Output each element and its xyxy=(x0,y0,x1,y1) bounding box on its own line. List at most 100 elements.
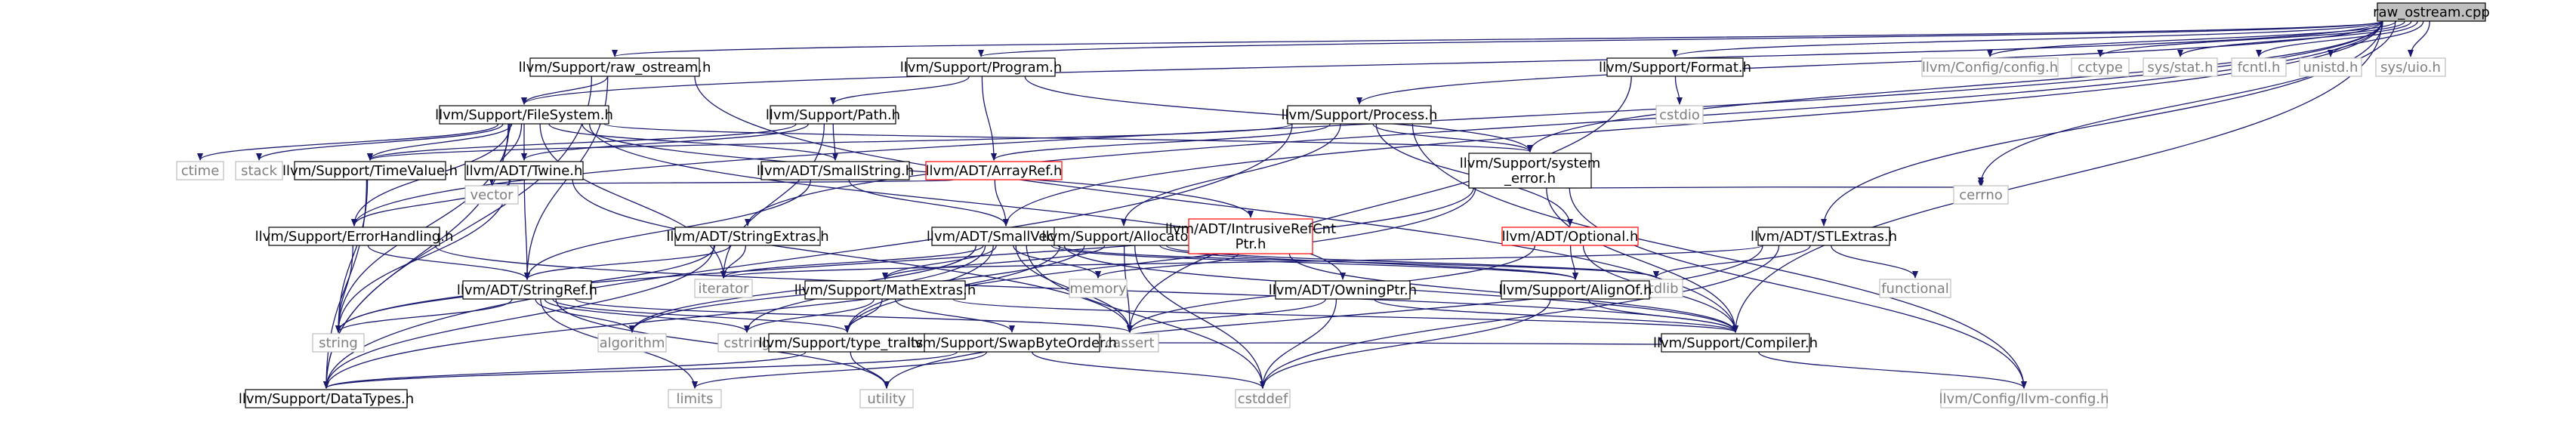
node-label: Ptr.h xyxy=(1236,236,1266,252)
node-label: llvm/Support/AlignOf.h xyxy=(1499,282,1652,298)
node-box xyxy=(668,389,722,408)
edge-owningptr_h-to-compiler_h xyxy=(1373,298,1738,333)
node-system-error-h[interactable]: llvm/Support/system_error.h xyxy=(1460,153,1601,189)
node-box xyxy=(1655,105,1704,125)
node-label: ctime xyxy=(181,163,220,179)
edge-stlextras_h-to-cstddef xyxy=(1260,245,1780,389)
node-label: llvm/ADT/OwningPtr.h xyxy=(1269,282,1417,298)
node-raw-ostream-h[interactable]: llvm/Support/raw_ostream.h xyxy=(519,57,711,77)
node-label: llvm/Support/Program.h xyxy=(900,60,1063,76)
node-box xyxy=(1606,57,1744,77)
edge-mathextras_h-to-swapbyteorder_h xyxy=(894,298,1015,333)
edge-path_h-to-iterator xyxy=(720,123,825,279)
edge-stringref_h-to-cassert xyxy=(575,298,1133,333)
node-compiler-h[interactable]: llvm/Support/Compiler.h xyxy=(1653,333,1818,353)
node-cstdio: cstdio xyxy=(1655,105,1704,125)
node-program-h[interactable]: llvm/Support/Program.h xyxy=(900,57,1063,77)
node-mathextras-h[interactable]: llvm/Support/MathExtras.h xyxy=(794,280,976,300)
edge-type_traits_h-to-utility xyxy=(850,351,890,389)
node-path-h[interactable]: llvm/Support/Path.h xyxy=(766,105,900,125)
node-smallstring-h[interactable]: llvm/ADT/SmallString.h xyxy=(757,161,914,180)
node-alignof-h[interactable]: llvm/Support/AlignOf.h xyxy=(1499,280,1652,300)
node-box xyxy=(760,161,910,180)
edge-swapbyteorder_h-to-cstddef xyxy=(1031,351,1266,389)
node-box xyxy=(925,161,1063,180)
edge-raw_ostream_cpp-to-sys_uio xyxy=(2408,20,2430,57)
node-label: llvm/Config/llvm-config.h xyxy=(1939,391,2109,407)
node-label: llvm/Support/MathExtras.h xyxy=(794,282,976,298)
node-box xyxy=(2299,57,2362,77)
node-memory: memory xyxy=(1069,279,1128,298)
node-box xyxy=(1757,227,1890,246)
node-arrayref-h[interactable]: llvm/ADT/ArrayRef.h xyxy=(925,161,1063,180)
node-datatypes-h[interactable]: llvm/Support/DataTypes.h xyxy=(239,389,414,408)
node-box xyxy=(235,161,283,180)
node-box xyxy=(1940,389,2108,408)
node-label: fcntl.h xyxy=(2238,60,2281,76)
node-box xyxy=(1287,105,1432,125)
node-owningptr-h[interactable]: llvm/ADT/OwningPtr.h xyxy=(1269,280,1417,300)
node-box xyxy=(2231,57,2287,77)
node-box xyxy=(1100,333,1159,353)
edge-smallstring_h-to-smallvector_h xyxy=(848,179,1009,227)
node-label: llvm/ADT/Twine.h xyxy=(466,163,583,179)
edge-allocator_h-to-alignof_h xyxy=(1159,245,1578,280)
edge-raw_ostream_cpp-to-system_error_h xyxy=(1527,20,2383,153)
edge-twine_h-to-cassert xyxy=(572,179,1133,333)
node-timevalue-h[interactable]: llvm/Support/TimeValue.h xyxy=(282,161,458,180)
node-box xyxy=(1501,280,1650,300)
node-box xyxy=(674,227,821,246)
edge-raw_ostream_cpp-to-compiler_h xyxy=(1732,20,2383,333)
node-iterator: iterator xyxy=(694,279,753,298)
edge-arrayref_h-to-vector xyxy=(490,177,955,185)
node-box xyxy=(768,333,927,353)
node-label: _error.h xyxy=(1504,171,1556,187)
node-box xyxy=(268,227,440,246)
edge-raw_ostream_cpp-to-config_h xyxy=(1987,20,2397,57)
node-stringextras-h[interactable]: llvm/ADT/StringExtras.h xyxy=(666,227,829,246)
edge-raw_ostream_cpp-to-sys_stat xyxy=(2177,20,2412,57)
node-optional-h[interactable]: llvm/ADT/Optional.h xyxy=(1501,227,1639,246)
node-label: iterator xyxy=(698,281,749,297)
node-unistd: unistd.h xyxy=(2299,57,2362,77)
edge-format_h-to-cassert xyxy=(1127,76,1632,333)
node-format-h[interactable]: llvm/Support/Format.h xyxy=(1599,57,1751,77)
node-filesystem-h[interactable]: llvm/Support/FileSystem.h xyxy=(435,105,613,125)
node-errorhandling-h[interactable]: llvm/Support/ErrorHandling.h xyxy=(255,227,454,246)
edge-format_h-to-cstdio xyxy=(1674,76,1683,105)
edge-raw_ostream_cpp-to-cctype xyxy=(2097,20,2406,57)
node-box xyxy=(1468,153,1592,189)
edge-filesystem_h-to-timevalue_h xyxy=(367,123,513,161)
node-sys-uio: sys/uio.h xyxy=(2375,57,2446,77)
node-process-h[interactable]: llvm/Support/Process.h xyxy=(1282,105,1438,125)
node-label: memory xyxy=(1069,281,1127,297)
edge-type_traits_h-to-datatypes_h xyxy=(323,351,807,389)
node-llvm-config-h: llvm/Config/llvm-config.h xyxy=(1939,389,2109,408)
edge-process_h-to-arrayref_h xyxy=(991,123,1331,161)
node-box xyxy=(1069,279,1128,298)
node-type-traits-h[interactable]: llvm/Support/type_traits.h xyxy=(759,333,936,353)
node-box xyxy=(906,57,1056,77)
node-label: limits xyxy=(677,391,714,407)
edge-stringref_h-to-algorithm xyxy=(535,298,635,333)
node-stringref-h[interactable]: llvm/ADT/StringRef.h xyxy=(457,280,597,300)
edge-raw_ostream_cpp-to-process_h xyxy=(1356,20,2383,105)
node-label: llvm/ADT/StringRef.h xyxy=(457,282,597,298)
node-label: sys/stat.h xyxy=(2147,60,2213,76)
edge-swapbyteorder_h-to-compiler_h xyxy=(1144,337,1662,345)
node-label: cstring xyxy=(723,335,770,351)
node-label: functional xyxy=(1881,281,1949,297)
edge-system_error_h-to-type_traits_h xyxy=(844,187,1476,333)
node-box xyxy=(294,161,446,180)
node-box xyxy=(2143,57,2218,77)
node-label: cerrno xyxy=(1959,187,2003,203)
node-twine-h[interactable]: llvm/ADT/Twine.h xyxy=(464,161,584,180)
node-label: llvm/ADT/STLExtras.h xyxy=(1751,229,1897,245)
node-swapbyteorder-h[interactable]: llvm/Support/SwapByteOrder.h xyxy=(907,333,1117,353)
edge-allocator_h-to-datatypes_h xyxy=(323,245,1061,389)
node-allocator-h[interactable]: llvm/Support/Allocator.h xyxy=(1042,227,1206,246)
node-raw-ostream-cpp[interactable]: raw_ostream.cpp xyxy=(2373,2,2490,22)
node-box xyxy=(770,105,896,125)
node-stlextras-h[interactable]: llvm/ADT/STLExtras.h xyxy=(1751,227,1897,246)
